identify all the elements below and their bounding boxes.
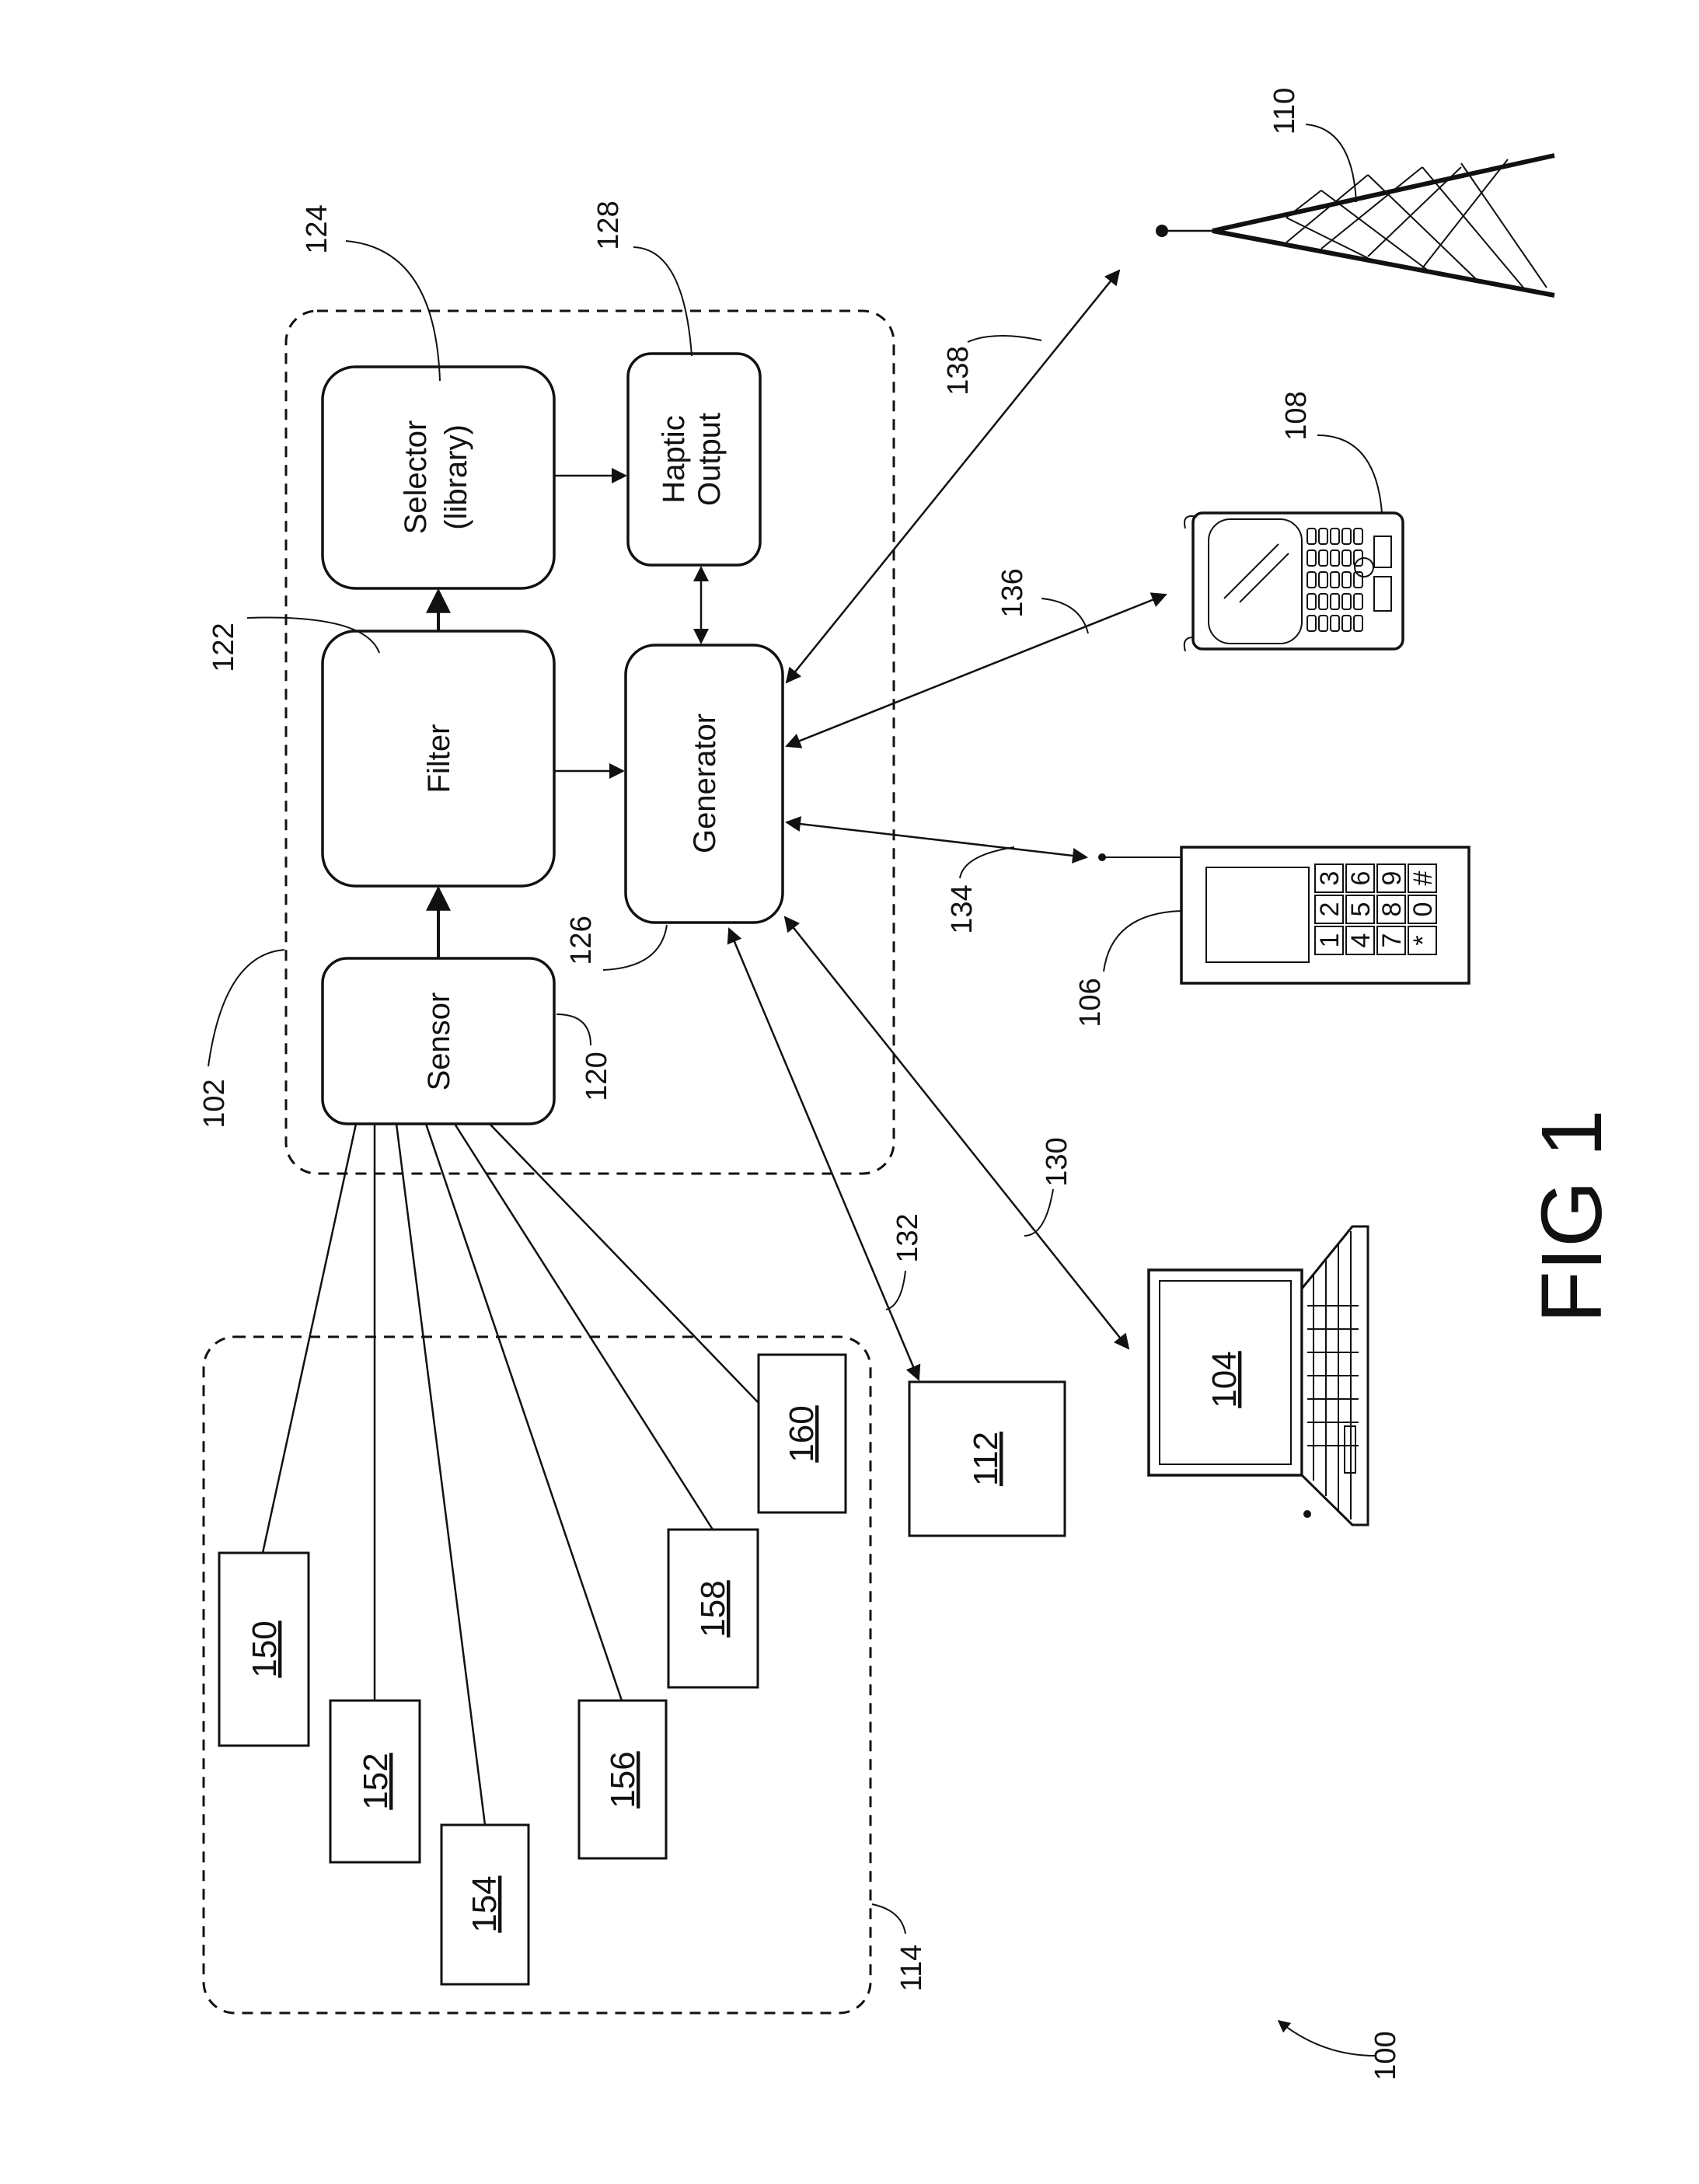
sensor-item-150-label: 150 [246, 1621, 284, 1677]
phone-keypad: 1 2 3 4 5 6 7 8 9 * 0 # [1315, 864, 1438, 954]
selector-label-2: (library) [439, 424, 473, 530]
leader-128 [633, 247, 692, 356]
phone-key-label: 7 [1377, 933, 1407, 948]
sensor-item-160-label: 160 [783, 1405, 821, 1462]
ref-134: 134 [946, 884, 979, 933]
laptop-label: 104 [1205, 1351, 1244, 1408]
leader-120 [556, 1014, 591, 1045]
laptop-104 [1149, 1226, 1368, 1525]
ref-126: 126 [565, 916, 598, 965]
sensor-item-152-label: 152 [357, 1753, 395, 1809]
filter-label: Filter [422, 724, 456, 794]
sensor-item-154-label: 154 [466, 1875, 504, 1932]
link-sensor-158 [455, 1124, 713, 1530]
link-132 [729, 929, 919, 1380]
ref-122: 122 [208, 623, 240, 672]
phone-key-label: * [1408, 935, 1438, 945]
phone-key-label: 3 [1315, 871, 1345, 886]
ref-128: 128 [592, 201, 625, 249]
ref-124: 124 [301, 204, 333, 253]
leader-114 [872, 1904, 905, 1934]
phone-key-label: 9 [1377, 871, 1407, 886]
leader-132 [886, 1271, 905, 1310]
ref-120: 120 [581, 1052, 613, 1101]
selector-label-1: Selector [399, 420, 433, 535]
box-112-label: 112 [967, 1432, 1005, 1486]
phone-key-label: 1 [1315, 933, 1345, 948]
leader-100 [1279, 2021, 1376, 2056]
phone-key-label: # [1408, 870, 1438, 885]
ref-102: 102 [198, 1079, 231, 1128]
phone-key-label: 8 [1377, 902, 1407, 917]
ref-106: 106 [1074, 978, 1107, 1027]
pda-108 [1184, 513, 1403, 651]
sensor-label: Sensor [422, 993, 456, 1091]
selector-block [323, 367, 554, 588]
phone-key-label: 5 [1346, 902, 1376, 917]
phone-key-label: 6 [1346, 871, 1376, 886]
haptic-label-1: Haptic [657, 415, 691, 503]
link-sensor-150 [263, 1124, 356, 1553]
leader-106 [1104, 911, 1181, 972]
leader-130 [1024, 1189, 1053, 1236]
ref-136: 136 [996, 568, 1029, 617]
generator-label: Generator [688, 713, 722, 853]
leader-108 [1317, 435, 1382, 513]
leader-134 [960, 847, 1014, 878]
phone-key-label: 0 [1408, 902, 1438, 917]
sensor-item-158-label: 158 [694, 1580, 732, 1637]
ref-130: 130 [1041, 1137, 1073, 1186]
ref-132: 132 [891, 1213, 924, 1262]
leader-102 [208, 950, 284, 1066]
tower-110 [1156, 155, 1554, 295]
leader-138 [968, 336, 1041, 342]
phone-key-label: 2 [1315, 902, 1345, 917]
link-sensor-160 [490, 1124, 759, 1403]
link-sensor-156 [426, 1124, 622, 1701]
link-134 [787, 822, 1087, 857]
haptic-label-2: Output [693, 413, 727, 506]
ref-114: 114 [895, 1945, 928, 1992]
sensor-item-156-label: 156 [604, 1751, 642, 1808]
phone-key-label: 4 [1346, 933, 1376, 948]
leader-126 [603, 925, 667, 970]
link-136 [787, 595, 1166, 746]
ref-138: 138 [942, 346, 975, 395]
link-138 [787, 270, 1119, 682]
figure-label: FIG 1 [1524, 1109, 1620, 1323]
ref-110: 110 [1268, 88, 1301, 135]
ref-108: 108 [1280, 391, 1313, 440]
